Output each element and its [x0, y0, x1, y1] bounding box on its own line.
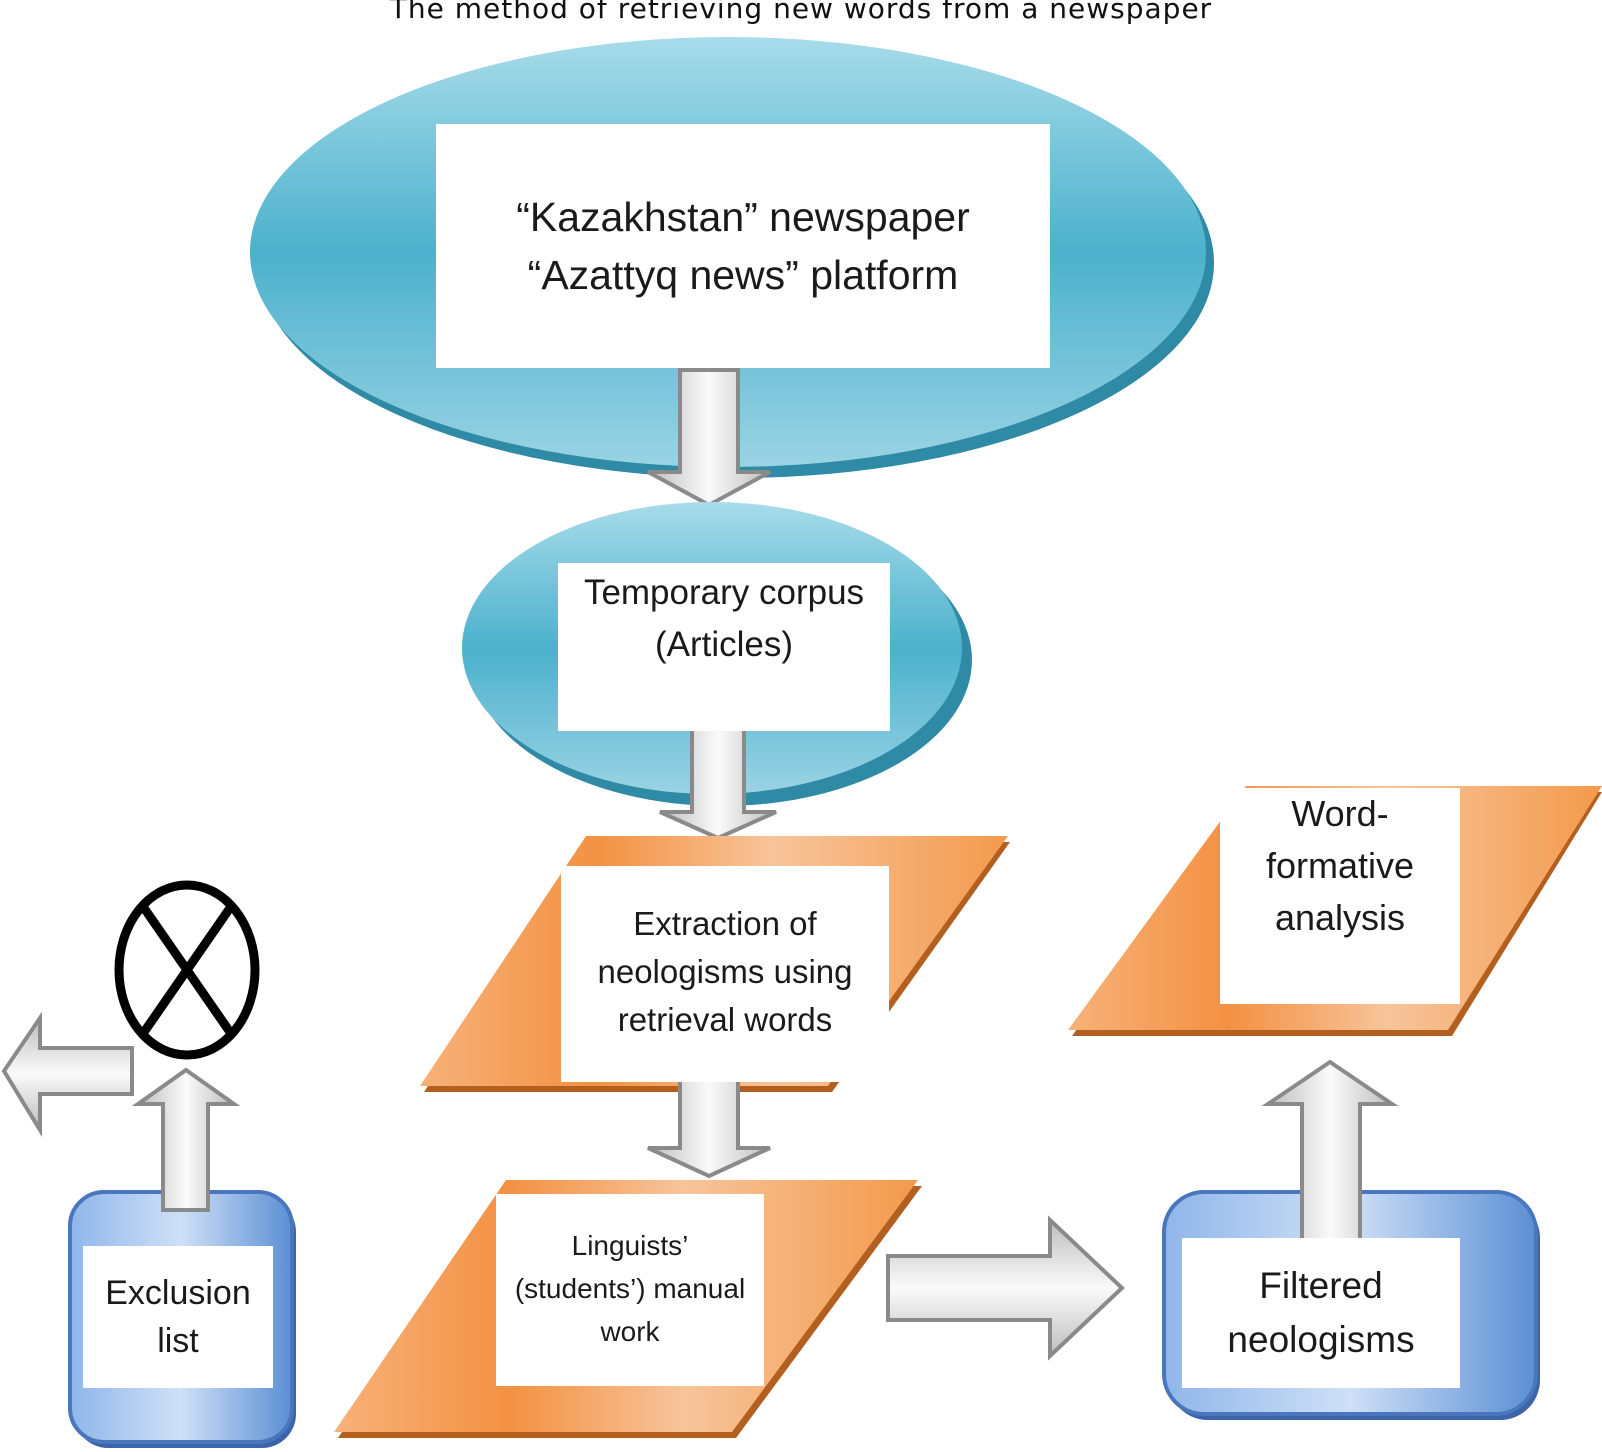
arrow-up-filtered — [1261, 1059, 1399, 1248]
filtered-neologisms-node: Filtered neologisms — [1182, 1238, 1460, 1388]
word-formative-node: Word- formative analysis — [1220, 788, 1460, 1004]
extraction-label: Extraction of neologisms using retrieval… — [597, 905, 853, 1038]
word-formative-label: Word- formative analysis — [1265, 793, 1415, 938]
source-label: “Kazakhstan” newspaper “Azattyq news” pl… — [516, 194, 970, 298]
circled-x-icon — [114, 880, 260, 1060]
source-node: “Kazakhstan” newspaper “Azattyq news” pl… — [436, 124, 1050, 368]
arrow-down-1 — [647, 368, 771, 508]
arrow-up-exclusion — [131, 1067, 241, 1212]
extraction-node: Extraction of neologisms using retrieval… — [561, 866, 889, 1082]
exclusion-list-node: Exclusion list — [83, 1246, 273, 1388]
corpus-label: Temporary corpus (Articles) — [583, 573, 865, 664]
manual-work-label: Linguists’ (students’) manual work — [514, 1230, 746, 1347]
corpus-node: Temporary corpus (Articles) — [558, 563, 890, 731]
manual-work-node: Linguists’ (students’) manual work — [496, 1194, 764, 1386]
arrow-right-filtered — [886, 1215, 1125, 1361]
exclusion-list-label: Exclusion list — [105, 1274, 251, 1360]
filtered-neologisms-label: Filtered neologisms — [1227, 1265, 1415, 1360]
arrow-left-discard — [1, 1011, 134, 1138]
diagram-title: The method of retrieving new words from … — [389, 0, 1213, 25]
